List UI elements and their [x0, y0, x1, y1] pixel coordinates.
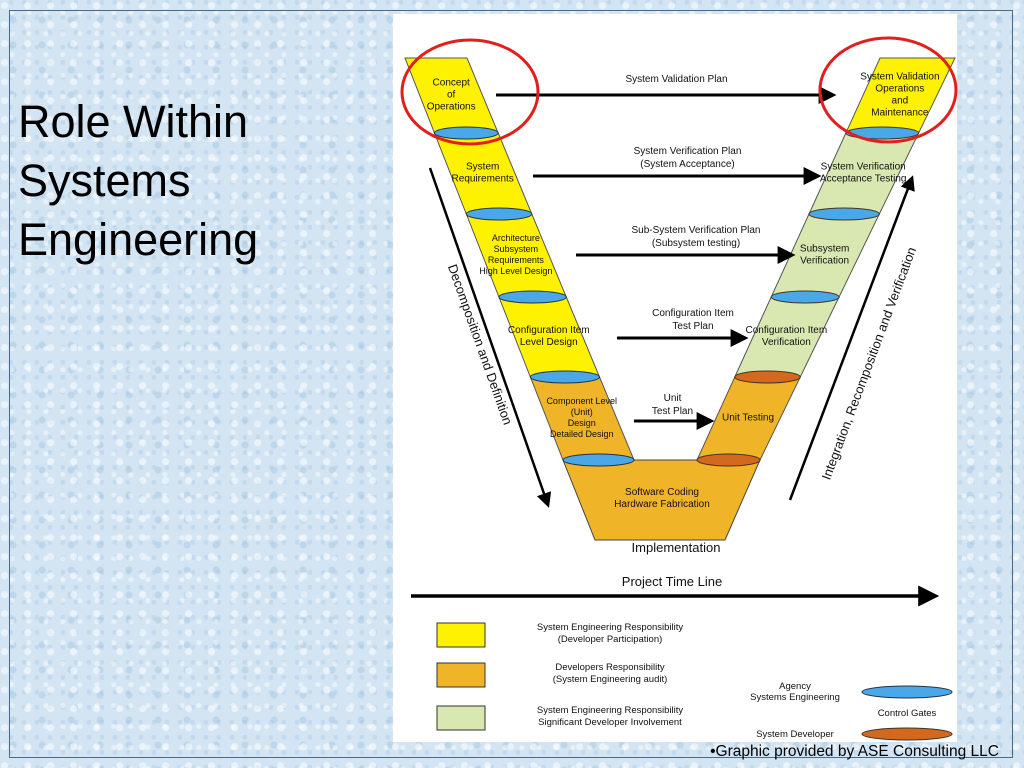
- legend-swatch: [436, 622, 486, 648]
- plan-label: System Validation Plan: [625, 74, 727, 85]
- implementation-block: [562, 459, 761, 541]
- title-line: Systems: [18, 155, 191, 206]
- control-gate: [696, 453, 761, 467]
- control-gate: [734, 370, 801, 384]
- legend-swatch: [436, 662, 486, 688]
- integration-arrow: [788, 175, 915, 501]
- control-gate: [808, 207, 880, 221]
- title-line: Role Within: [18, 96, 249, 147]
- slide-title: Role Within Systems Engineering: [18, 92, 348, 269]
- gate-legend-label: System Developer: [756, 729, 834, 740]
- control-gate: [498, 290, 567, 304]
- agency-gate-swatch: [861, 685, 953, 699]
- title-line: Engineering: [18, 214, 259, 265]
- control-gate: [845, 126, 920, 140]
- developer-gate-swatch: [861, 727, 953, 741]
- legend-label: System Engineering Responsibility(Develo…: [537, 622, 684, 645]
- control-gate: [433, 126, 499, 140]
- control-gates-label: Control Gates: [878, 708, 937, 719]
- plan-label: System Verification Plan(System Acceptan…: [634, 146, 742, 170]
- implementation-label: Implementation: [632, 540, 721, 555]
- control-gate: [529, 370, 601, 384]
- decomposition-arrow: [428, 167, 552, 508]
- right-stage-label: Unit Testing: [722, 413, 774, 424]
- plan-label: Sub-System Verification Plan(Subsystem t…: [632, 225, 761, 249]
- highlight-circle: [400, 38, 540, 146]
- control-gate: [465, 207, 533, 221]
- slide-border: [9, 10, 1013, 758]
- graphic-credit: •Graphic provided by ASE Consulting LLC: [710, 743, 999, 760]
- legend-label: Developers Responsibility(System Enginee…: [553, 662, 668, 685]
- control-gate: [770, 290, 840, 304]
- highlight-circle: [818, 36, 958, 144]
- legend-swatch: [436, 705, 486, 731]
- timeline-label: Project Time Line: [622, 574, 722, 589]
- control-gate: [562, 453, 635, 467]
